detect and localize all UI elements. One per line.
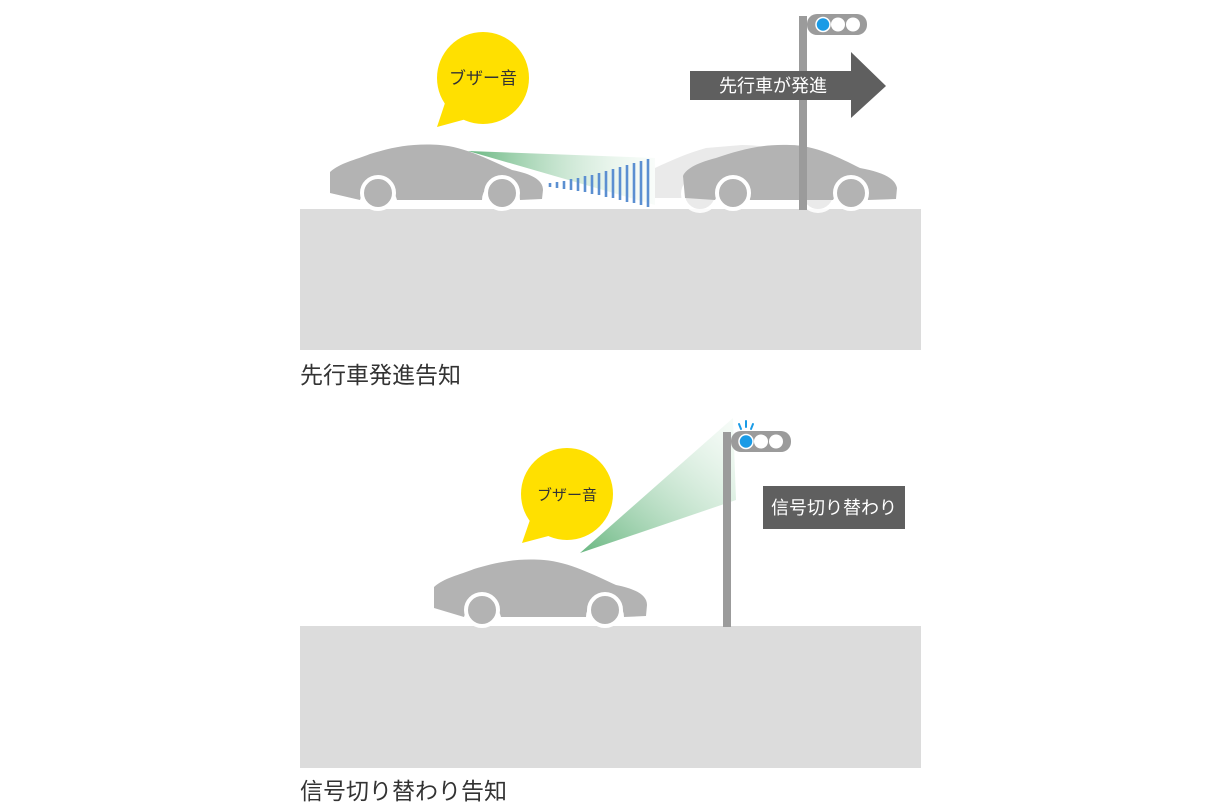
speech-bubble-icon: [521, 448, 613, 543]
scene-departure-illustration: 先行車が発進 ブザー音: [300, 14, 921, 350]
scene-departure: 先行車が発進 ブザー音 先行車発進告知: [0, 0, 1216, 400]
signal-change-label: 信号切り替わり: [771, 498, 897, 519]
scene-signal: 信号切り替わり ブザー音 信号切り替わり告知: [0, 400, 1216, 810]
detection-cone: [580, 418, 736, 553]
road: [300, 626, 921, 768]
traffic-signal-icon: [799, 14, 867, 210]
caption-departure: 先行車発進告知: [300, 363, 461, 389]
scene-signal-illustration: 信号切り替わり ブザー音: [300, 418, 921, 768]
car-icon: [683, 144, 897, 211]
traffic-signal-icon: [723, 431, 791, 627]
road: [300, 209, 921, 350]
signal-change-label-box: [763, 486, 905, 529]
radar-lines: [548, 159, 650, 207]
blink-rays-icon: [738, 420, 754, 430]
arrow-label: 先行車が発進: [719, 76, 827, 97]
car-icon: [434, 559, 647, 628]
bubble-text: ブザー音: [537, 486, 597, 504]
caption-signal: 信号切り替わり告知: [300, 779, 507, 805]
car-icon: [330, 144, 543, 211]
right-arrow-icon: [690, 52, 886, 118]
detection-cone: [468, 151, 655, 205]
speech-bubble-icon: [437, 32, 529, 127]
bubble-text: ブザー音: [449, 68, 517, 89]
